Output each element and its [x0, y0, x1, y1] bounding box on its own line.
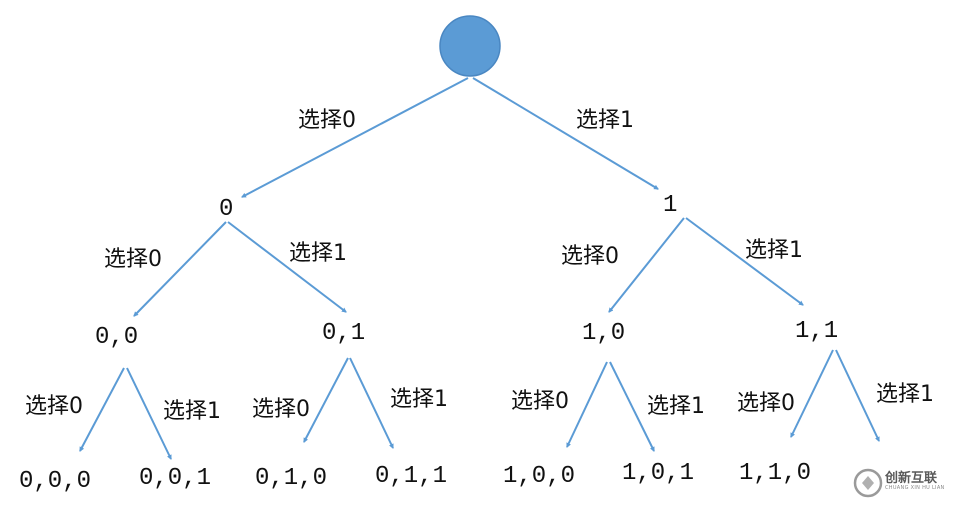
- node-0: 0: [219, 196, 234, 223]
- edge-label-root-0: 选择0: [298, 108, 356, 133]
- edge-label-11-0: 选择0: [737, 391, 795, 416]
- edge-root-0: [241, 77, 469, 198]
- edge-label-root-1: 选择1: [576, 108, 634, 133]
- edge-10-0: [566, 361, 608, 448]
- watermark: 创新互联 CHUANG XIN HU LIAN: [851, 461, 953, 505]
- edge-label-10-1: 选择1: [647, 394, 705, 419]
- edge-01-1: [349, 357, 394, 449]
- edge-1-0: [608, 217, 685, 313]
- leaf-0-0-1: 0,0,1: [139, 465, 212, 492]
- leaf-1-0-1: 1,0,1: [622, 460, 695, 487]
- edge-group: [79, 77, 880, 460]
- edge-label-10-0: 选择0: [511, 389, 569, 414]
- node-1-1: 1,1: [795, 318, 839, 345]
- node-0-0: 0,0: [95, 324, 139, 351]
- edge-root-1: [472, 77, 659, 190]
- node-0-1: 0,1: [322, 320, 366, 347]
- edge-00-0: [79, 367, 125, 452]
- leaf-0-1-0: 0,1,0: [255, 465, 328, 492]
- leaf-1-1-0: 1,1,0: [739, 460, 812, 487]
- edge-label-0-1: 选择1: [289, 241, 347, 266]
- edge-label-11-1: 选择1: [876, 382, 934, 407]
- node-1-0: 1,0: [582, 320, 626, 347]
- edge-label-00-1: 选择1: [163, 399, 221, 424]
- watermark-subtext: CHUANG XIN HU LIAN: [885, 485, 945, 491]
- watermark-text: 创新互联: [885, 471, 938, 486]
- root-node: [439, 15, 501, 77]
- node-1: 1: [663, 192, 678, 219]
- edge-0-1: [227, 221, 347, 313]
- edge-11-1: [835, 349, 880, 442]
- leaf-0-1-1: 0,1,1: [375, 463, 448, 490]
- edge-00-1: [126, 367, 172, 460]
- edge-label-01-1: 选择1: [390, 387, 448, 412]
- edge-11-0: [790, 349, 834, 438]
- edge-label-0-0: 选择0: [104, 247, 162, 272]
- edge-1-1: [685, 217, 804, 306]
- edge-label-1-1: 选择1: [745, 238, 803, 263]
- edge-0-0: [133, 221, 227, 317]
- edge-10-1: [609, 361, 655, 452]
- logo-icon: [853, 468, 883, 498]
- edge-label-1-0: 选择0: [561, 244, 619, 269]
- leaf-1-0-0: 1,0,0: [503, 463, 576, 490]
- edge-01-0: [303, 357, 349, 443]
- edge-label-00-0: 选择0: [25, 394, 83, 419]
- leaf-0-0-0: 0,0,0: [19, 468, 92, 495]
- edge-label-01-0: 选择0: [252, 397, 310, 422]
